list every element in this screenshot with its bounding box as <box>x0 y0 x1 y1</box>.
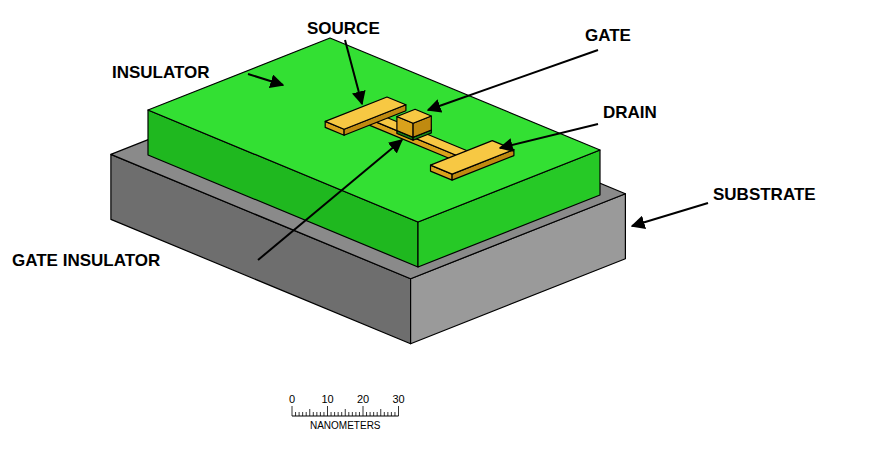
leader-arrow <box>345 40 362 104</box>
scale-tick <box>366 412 367 416</box>
source-pad-top <box>325 97 406 129</box>
scale-tick <box>370 412 371 416</box>
leader-arrow <box>632 203 708 226</box>
scale-tick <box>363 406 364 416</box>
scale-tick <box>373 412 374 416</box>
scale-tick <box>323 412 324 416</box>
scale-tick <box>316 412 317 416</box>
scale-tick <box>334 412 335 416</box>
gate-top <box>397 109 431 123</box>
leader-arrow <box>428 50 598 110</box>
part-label: GATE <box>585 27 631 44</box>
scale-tick <box>331 412 332 416</box>
scale-number: 10 <box>321 394 333 405</box>
leader-arrow <box>248 74 283 85</box>
scale-unit: NANOMETERS <box>310 421 381 431</box>
drain-pad-top <box>431 141 514 175</box>
scale-tick <box>309 409 310 416</box>
scale-tick <box>359 412 360 416</box>
scale-tick <box>295 412 296 416</box>
scale-tick <box>377 412 378 416</box>
scale-tick <box>320 412 321 416</box>
scale-number: 0 <box>289 394 295 405</box>
scale-number: 30 <box>392 394 404 405</box>
scale-tick <box>313 412 314 416</box>
scale-number: 20 <box>357 394 369 405</box>
scale-tick <box>348 412 349 416</box>
part-label: SUBSTRATE <box>713 186 816 203</box>
part-label: INSULATOR <box>112 64 210 81</box>
scale-tick <box>391 412 392 416</box>
scale-tick <box>398 406 399 416</box>
scale-tick <box>302 412 303 416</box>
scale-tick <box>345 409 346 416</box>
part-label: SOURCE <box>307 20 380 37</box>
scale-tick <box>299 412 300 416</box>
scale-tick <box>380 409 381 416</box>
scale-tick <box>338 412 339 416</box>
scale-tick <box>352 412 353 416</box>
part-label: GATE INSULATOR <box>12 252 160 269</box>
scale-tick <box>355 412 356 416</box>
scale-tick <box>394 412 395 416</box>
scale-tick <box>341 412 342 416</box>
scale-tick <box>387 412 388 416</box>
part-label: DRAIN <box>603 104 657 121</box>
scale-tick <box>292 406 293 416</box>
leader-arrow <box>500 124 598 148</box>
scale-tick <box>384 412 385 416</box>
scale-tick <box>327 406 328 416</box>
insulator-top <box>148 38 600 222</box>
leader-arrow <box>258 140 402 260</box>
scale-tick <box>306 412 307 416</box>
